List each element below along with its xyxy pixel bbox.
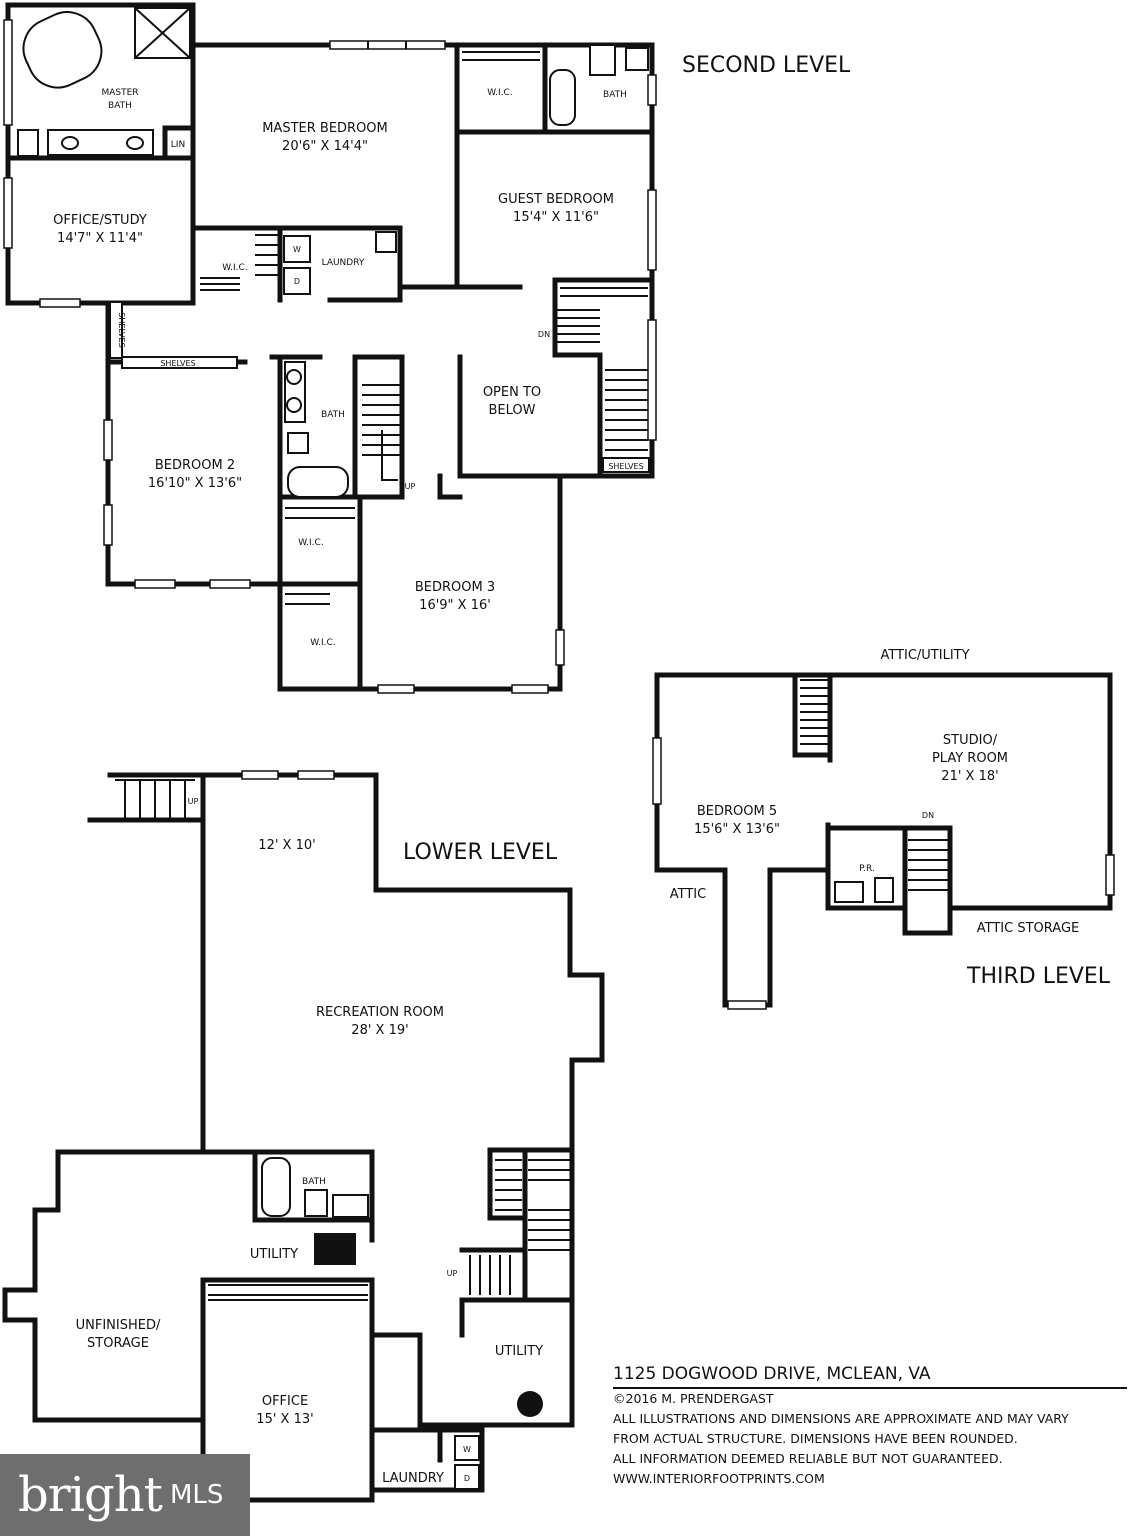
up-label-second: UP <box>405 482 416 491</box>
bright-mls-logo: bright MLS <box>0 1454 250 1536</box>
second-level-plan <box>3 2 657 694</box>
up-label-lower-bottom: UP <box>447 1269 458 1278</box>
third-level-title: THIRD LEVEL <box>966 964 1111 989</box>
guest-bedroom-size: 15'4" X 11'6" <box>513 210 599 225</box>
office-study-name: OFFICE/STUDY <box>53 213 147 228</box>
master-bath-label-2: BATH <box>108 101 132 111</box>
open-to-below-1: OPEN TO <box>483 385 541 400</box>
unfinished-storage-label-1: UNFINISHED/ <box>76 1318 161 1333</box>
wic-label-2: W.I.C. <box>487 88 512 98</box>
attic-utility-label: ATTIC/UTILITY <box>880 648 969 663</box>
disclaimer-line-2: FROM ACTUAL STRUCTURE. DIMENSIONS HAVE B… <box>613 1431 1018 1446</box>
guest-bedroom-name: GUEST BEDROOM <box>498 192 614 207</box>
bedroom-3-name: BEDROOM 3 <box>415 580 495 595</box>
wic-label-4: W.I.C. <box>310 638 335 648</box>
studio-size: 21' X 18' <box>941 769 998 784</box>
third-level-plan <box>652 672 1115 1010</box>
linen-label: LIN <box>171 140 185 150</box>
second-level-title: SECOND LEVEL <box>682 53 851 78</box>
attic-storage-label: ATTIC STORAGE <box>977 921 1079 936</box>
property-info: 1125 DOGWOOD DRIVE, MCLEAN, VA ©2016 M. … <box>613 1364 1133 1489</box>
studio-label-2: PLAY ROOM <box>932 751 1008 766</box>
lower-level-plan <box>2 770 605 1503</box>
recreation-room-name: RECREATION ROOM <box>316 1005 444 1020</box>
laundry-label-upper: LAUNDRY <box>322 258 365 268</box>
bath-label-2: BATH <box>321 410 345 420</box>
bath-label-1: BATH <box>603 90 627 100</box>
bedroom-5-size: 15'6" X 13'6" <box>694 822 780 837</box>
studio-label-1: STUDIO/ <box>943 733 998 748</box>
bath-label-lower: BATH <box>302 1177 326 1187</box>
down-label-third: DN <box>922 811 934 820</box>
master-bedroom-size: 20'6" X 14'4" <box>282 139 368 154</box>
up-label-lower-top: UP <box>188 797 199 806</box>
open-to-below-2: BELOW <box>489 403 536 418</box>
shelves-vertical-label: SHELVES <box>117 312 126 347</box>
office-name: OFFICE <box>262 1394 308 1409</box>
bedroom-2-name: BEDROOM 2 <box>155 458 235 473</box>
bedroom-5-name: BEDROOM 5 <box>697 804 777 819</box>
bedroom-2-size: 16'10" X 13'6" <box>148 476 242 491</box>
utility-label-1: UTILITY <box>250 1247 298 1262</box>
master-bedroom-name: MASTER BEDROOM <box>262 121 388 136</box>
washer-label-lower: W <box>463 1445 471 1454</box>
office-study-size: 14'7" X 11'4" <box>57 231 143 246</box>
logo-mls: MLS <box>169 1480 224 1510</box>
lower-level-title: LOWER LEVEL <box>403 840 558 865</box>
recreation-room-size: 28' X 19' <box>351 1023 408 1038</box>
attic-label: ATTIC <box>670 887 706 902</box>
dryer-label-upper: D <box>294 277 300 286</box>
disclaimer-line-3: ALL INFORMATION DEEMED RELIABLE BUT NOT … <box>613 1451 1003 1466</box>
disclaimer-line-1: ALL ILLUSTRATIONS AND DIMENSIONS ARE APP… <box>613 1411 1069 1426</box>
unfinished-storage-label-2: STORAGE <box>87 1336 149 1351</box>
master-bath-label-1: MASTER <box>101 88 138 98</box>
shelves-horizontal-label: SHELVES <box>160 359 195 368</box>
logo-word: bright <box>18 1467 163 1523</box>
wic-label-3: W.I.C. <box>298 538 323 548</box>
washer-label-upper: W <box>293 245 301 254</box>
powder-room-label: P.R. <box>859 864 875 874</box>
small-room-size: 12' X 10' <box>258 838 315 853</box>
utility-label-2: UTILITY <box>495 1344 543 1359</box>
shelves-stair-label: SHELVES <box>608 462 643 471</box>
property-address: 1125 DOGWOOD DRIVE, MCLEAN, VA <box>613 1364 1127 1389</box>
copyright-line: ©2016 M. PRENDERGAST <box>613 1391 774 1406</box>
dryer-label-lower: D <box>464 1474 470 1483</box>
laundry-label-lower: LAUNDRY <box>382 1471 444 1486</box>
wic-label-1: W.I.C. <box>222 263 247 273</box>
bedroom-3-size: 16'9" X 16' <box>419 598 491 613</box>
website-line: WWW.INTERIORFOOTPRINTS.COM <box>613 1471 825 1486</box>
down-label-second: DN <box>538 330 550 339</box>
office-size: 15' X 13' <box>256 1412 313 1427</box>
